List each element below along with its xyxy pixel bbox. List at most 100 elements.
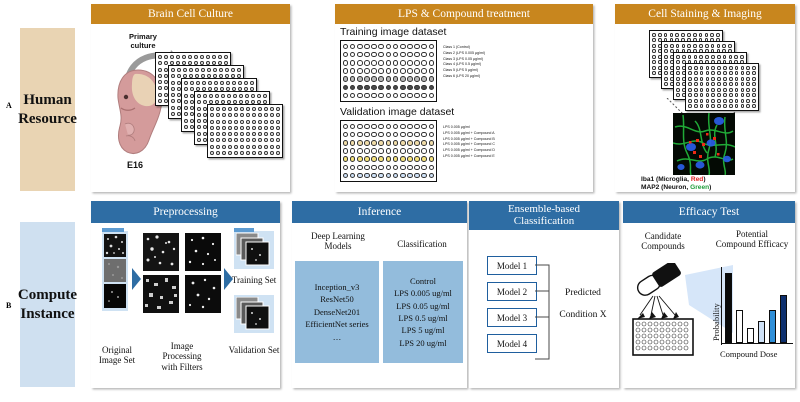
class-label: Class 6 (LPS 20 µg/ml) [443, 74, 481, 79]
classification-heading: Classification [397, 239, 447, 249]
list-item: LPS 0.5 ug/ml [398, 313, 448, 323]
training-class-list: Class 1 (Control)Class 2 (LPS 0.005 µg/m… [443, 45, 578, 80]
class-label: LPS 0.005 µg/ml [443, 125, 470, 129]
well-plate [685, 63, 759, 111]
chart-bar [736, 309, 743, 343]
embryo-illustration [117, 69, 163, 154]
compute-instance-line2: Instance [20, 305, 75, 322]
class-label: Class 3 (LPS 0.05 µg/ml) [443, 56, 484, 61]
processed-image-tiles [143, 233, 221, 313]
panel-title-cell-staining-imaging: Cell Staining & Imaging [615, 4, 795, 24]
well-plate-stack-culture [155, 52, 285, 162]
panel-title-preprocessing: Preprocessing [91, 201, 280, 223]
original-frame-tab [102, 228, 124, 232]
class-label: LPS 0.005 µg/ml + Compound E [443, 154, 495, 159]
panel-title-brain-cell-culture: Brain Cell Culture [91, 4, 290, 24]
chart-xlabel: Compound Dose [720, 349, 778, 359]
model-box-2[interactable]: Model 2 [487, 282, 537, 301]
list-item: ResNet50 [320, 294, 354, 305]
list-item: EfficientNet series [305, 319, 369, 330]
human-resource-box: Human Resource [18, 28, 77, 191]
validation-set-caption: Validation Set [228, 345, 280, 355]
chart-x-axis [721, 343, 793, 345]
stain-legend: Iba1 (Microglia, Red)MAP2 (Neuron, Green… [641, 176, 791, 192]
chart-bar [758, 320, 765, 343]
class-label: LPS 0.005 µg/ml + Compound B [443, 136, 495, 141]
class-label: LPS 0.005 µg/ml + Compound D [443, 148, 495, 153]
well-plate [340, 40, 437, 102]
training-set-tiles [236, 233, 270, 266]
training-well-plate [340, 40, 437, 102]
well-plate [207, 104, 283, 158]
list-item: Control [410, 275, 436, 286]
chart-bar [725, 272, 732, 343]
chart-bar [747, 328, 754, 343]
class-label: Class 4 (LPS 0.5 µg/ml) [443, 62, 482, 67]
list-item: LPS 20 ug/ml [399, 337, 447, 348]
class-label: LPS 0.005 µg/ml + Compound C [443, 142, 495, 147]
model-box-4[interactable]: Model 4 [487, 334, 537, 353]
human-resource-line1: Human [23, 91, 72, 108]
list-item: DenseNet201 [313, 306, 361, 317]
chart-ylabel: Probability [711, 303, 721, 341]
ensemble-connector-lines [535, 264, 550, 360]
compute-instance-line1: Compute [17, 286, 78, 303]
well-plate-stack-imaging [649, 30, 761, 111]
training-set-caption: Training Set [231, 275, 277, 285]
fluorescence-micrograph [673, 113, 735, 175]
human-resource-line2: Resource [18, 110, 77, 127]
chart-y-axis [721, 267, 723, 345]
panel-body-cell-staining-imaging: Iba1 (Microglia, Red)MAP2 (Neuron, Green… [615, 24, 795, 192]
class-label: Class 1 (Control) [443, 45, 470, 49]
panel-title-efficacy-test: Efficacy Test [623, 201, 795, 223]
flow-arrow-1-icon [132, 268, 141, 290]
chart-bar [780, 294, 787, 343]
list-item: LPS 0.05 ug/ml [396, 300, 450, 311]
chart-bar [769, 309, 776, 343]
stain-legend-item: MAP2 (Neuron, Green) [641, 184, 712, 192]
panel-lps-compound-treatment: LPS & Compound treatment Training image … [335, 4, 593, 192]
class-label: Class 2 (LPS 0.005 µg/ml) [443, 50, 486, 55]
list-item: LPS 5 ug/ml [401, 325, 445, 336]
chart-plot-area [721, 265, 793, 345]
panel-body-ensemble-classification: Model 1 Model 2 Model 3 Model 4 Predicte… [469, 230, 619, 388]
row-label-b: B [6, 301, 12, 310]
model-box-3[interactable]: Model 3 [487, 308, 537, 327]
panel-title-lps-compound-treatment: LPS & Compound treatment [335, 4, 593, 24]
training-frame-tab [234, 228, 254, 232]
validation-dataset-title: Validation image dataset [340, 106, 455, 118]
stain-legend-item: Iba1 (Microglia, Red) [641, 176, 706, 183]
class-label: Class 5 (LPS 5 µg/ml) [443, 68, 479, 73]
compute-instance-box: Compute Instance [17, 222, 78, 387]
validation-well-plate [340, 120, 437, 182]
row-label-a: A [6, 101, 12, 110]
list-item: Inception_v3 [314, 281, 360, 292]
list-item: LPS 0.005 ug/ml [394, 288, 452, 299]
panel-cell-staining-imaging: Cell Staining & Imaging [615, 4, 795, 192]
well-plate [340, 120, 437, 182]
original-image-tiles [104, 234, 126, 308]
model-box-1[interactable]: Model 1 [487, 256, 537, 275]
embryo-stage-caption: E16 [126, 160, 143, 170]
class-label: LPS 0.005 µg/ml + Compound A [443, 130, 495, 135]
